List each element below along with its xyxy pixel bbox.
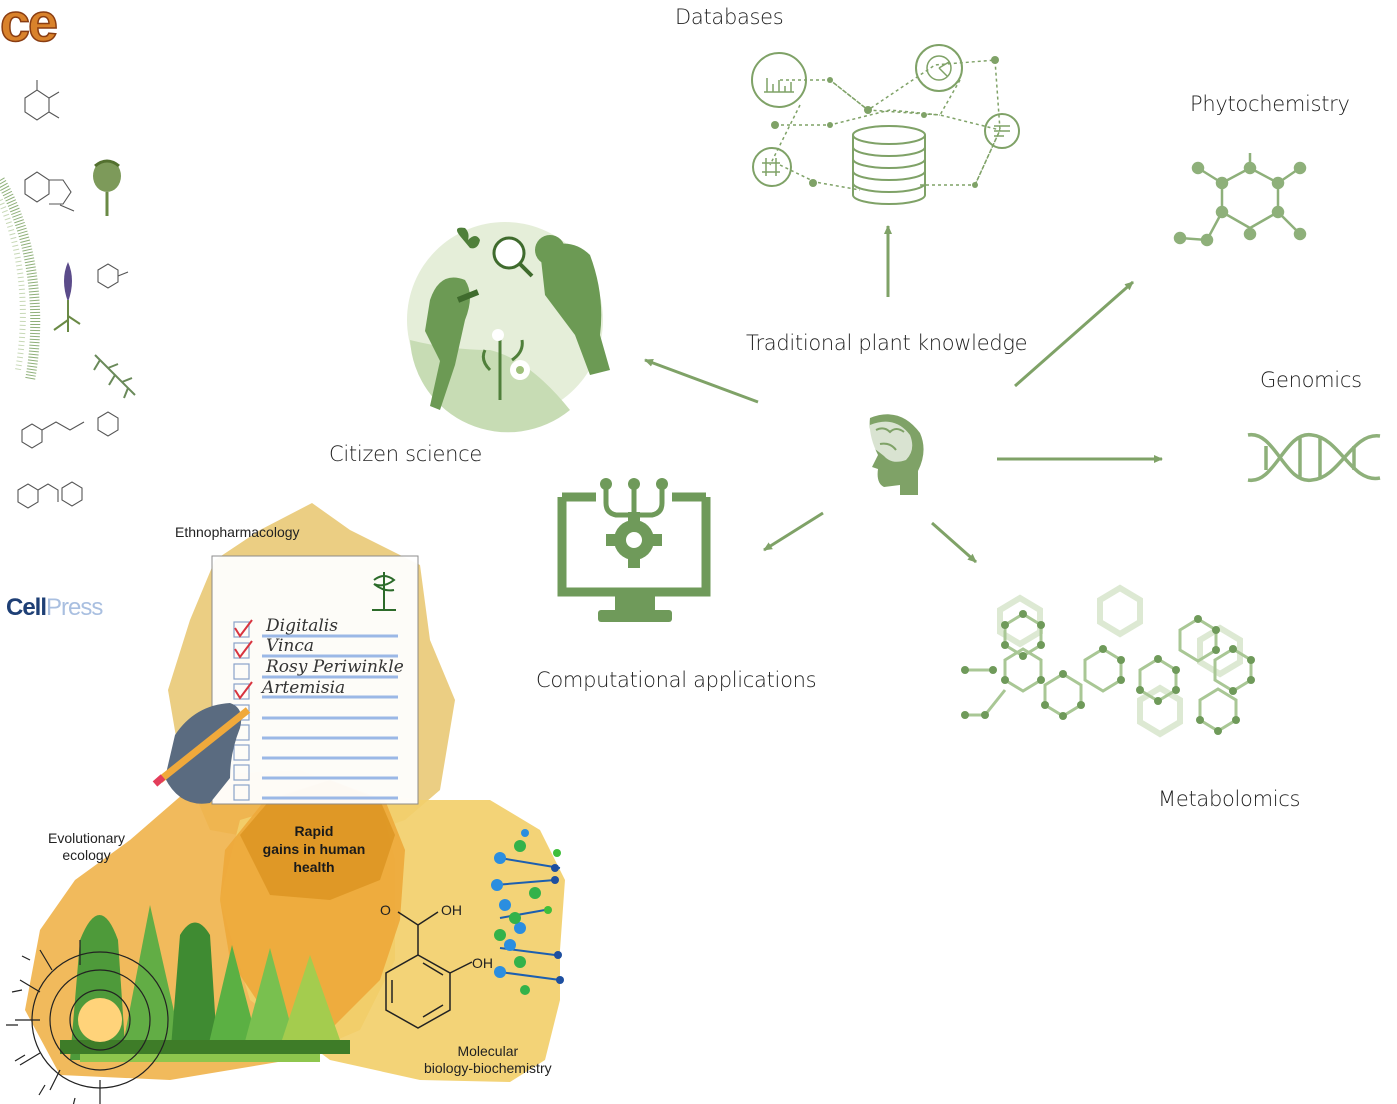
salicylic-acid-structure bbox=[385, 911, 473, 1029]
chem-o-label: O bbox=[380, 902, 391, 918]
pharmacy-symbol-icon bbox=[372, 572, 396, 611]
checklist-paper bbox=[211, 555, 419, 805]
database-network-icon bbox=[751, 44, 1020, 205]
phylogenetic-tree-icon bbox=[6, 940, 169, 1104]
dna-strand-icon bbox=[491, 829, 564, 995]
checklist-item: Digitalis bbox=[266, 616, 338, 636]
lavender-icon bbox=[53, 262, 81, 332]
hand-pencil-icon bbox=[152, 703, 251, 804]
traditional-knowledge-label: Traditional plant knowledge bbox=[746, 331, 1028, 355]
phylo-center bbox=[78, 998, 122, 1042]
journal-logo-fragment: ce bbox=[0, 0, 59, 54]
computer-network-gear-icon bbox=[557, 478, 711, 622]
arrow-to-metabolomics bbox=[931, 521, 977, 564]
poppy-icon bbox=[93, 159, 121, 216]
diagram-arrows bbox=[644, 225, 1163, 564]
arrow-to-phytochemistry bbox=[1014, 280, 1134, 388]
metabolite-network-icon bbox=[961, 584, 1255, 738]
rosemary-icon bbox=[93, 354, 136, 399]
checklist-item: Artemisia bbox=[262, 678, 346, 698]
databases-label: Databases bbox=[675, 5, 784, 29]
computational-applications-label: Computational applications bbox=[536, 668, 817, 692]
chem-oh-label: OH bbox=[472, 955, 493, 971]
people-exploring-nature-icon bbox=[407, 222, 610, 433]
checklist-item: Rosy Periwinkle bbox=[266, 657, 404, 677]
chem-oh-label: OH bbox=[441, 902, 462, 918]
metabolomics-label: Metabolomics bbox=[1158, 787, 1301, 811]
citizen-science-label: Citizen science bbox=[329, 442, 483, 466]
arrow-to-computational bbox=[763, 511, 824, 552]
genomics-label: Genomics bbox=[1260, 368, 1362, 392]
dna-helix-icon bbox=[1247, 433, 1381, 482]
arrow-to-citizen-science bbox=[644, 358, 759, 404]
publisher-logo: CellPress bbox=[6, 594, 103, 621]
checklist-item: Vinca bbox=[266, 636, 315, 656]
molecule-icon bbox=[1173, 153, 1307, 247]
ethnopharmacology-label: Ethnopharmacology bbox=[175, 524, 300, 540]
brain-head-icon bbox=[869, 414, 924, 495]
phytochemistry-label: Phytochemistry bbox=[1190, 92, 1350, 116]
database-nodes bbox=[771, 56, 999, 188]
left-figure-fragments bbox=[0, 80, 129, 509]
